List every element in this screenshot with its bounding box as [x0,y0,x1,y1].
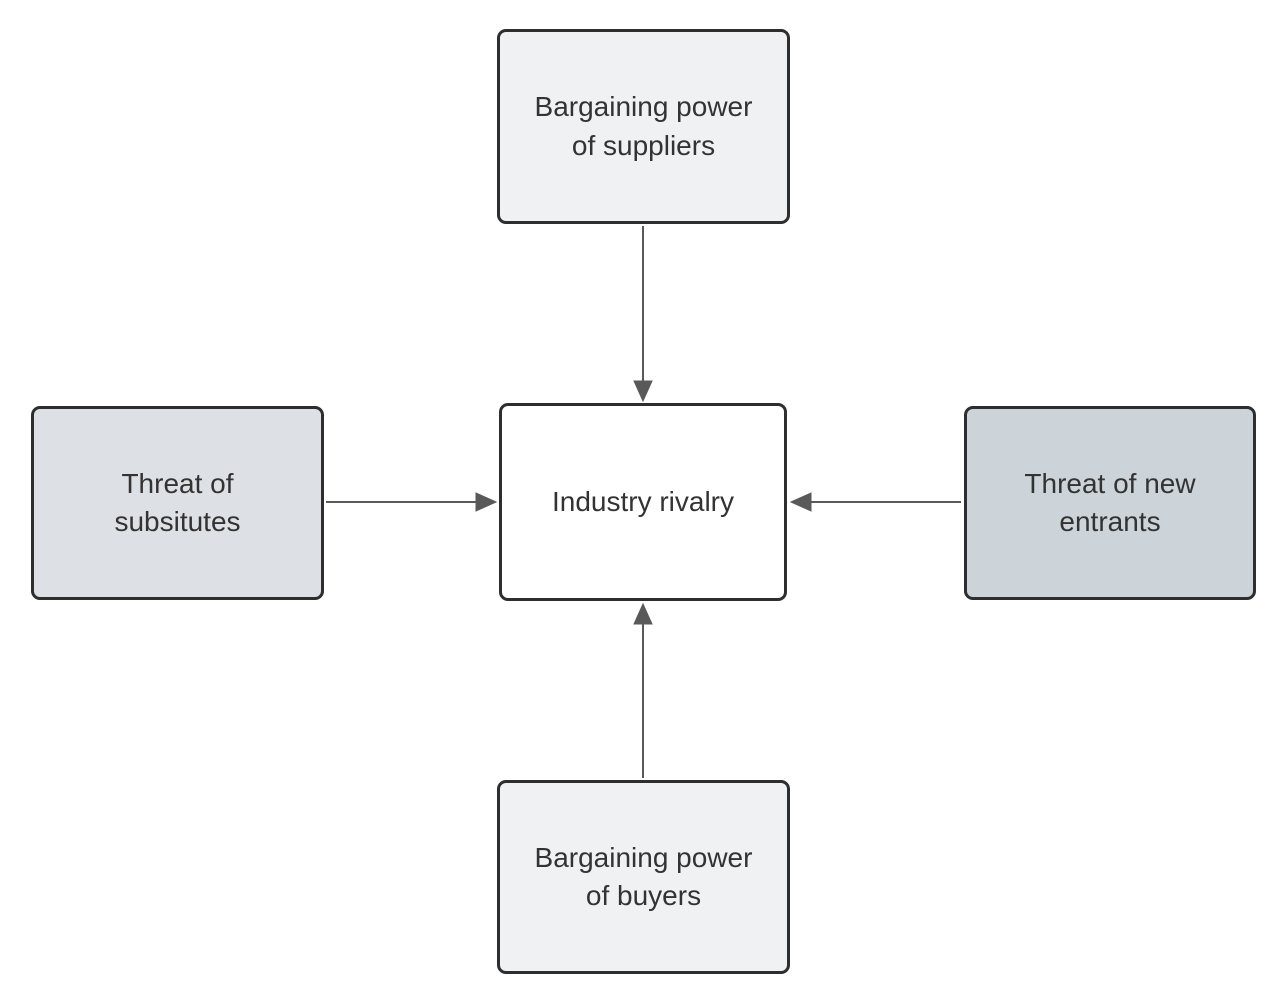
node-threat-of-new-entrants: Threat of new entrants [964,406,1256,600]
arrowhead-left-icon [789,492,812,512]
node-threat-of-substitutes: Threat of subsitutes [31,406,324,600]
node-label: Threat of new entrants [1024,467,1196,537]
connector-substitutes-to-rivalry [326,492,498,512]
arrowhead-down-icon [633,380,653,403]
node-bargaining-power-of-buyers: Bargaining power of buyers [497,780,790,974]
node-label: Bargaining power of buyers [534,841,753,911]
node-label: Bargaining power of suppliers [534,91,753,161]
node-label: Threat of subsitutes [114,467,241,537]
arrowhead-right-icon [475,492,498,512]
connector-buyers-to-rivalry [633,602,653,778]
node-bargaining-power-of-suppliers: Bargaining power of suppliers [497,29,790,224]
connector-new-entrants-to-rivalry [789,492,961,512]
connector-suppliers-to-rivalry [633,226,653,403]
node-industry-rivalry: Industry rivalry [499,403,787,601]
node-label: Industry rivalry [551,485,735,517]
arrowhead-up-icon [633,602,653,625]
